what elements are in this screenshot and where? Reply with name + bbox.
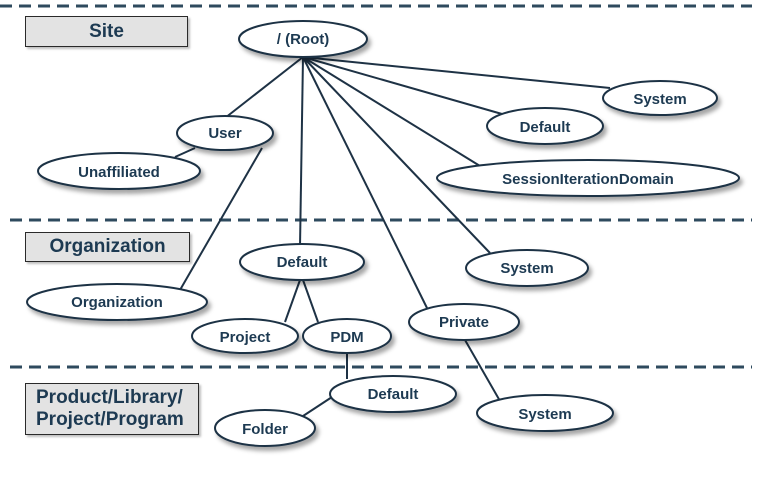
product-level-label: Product/Library/ Project/Program	[25, 383, 199, 435]
node-unaffiliated: Unaffiliated	[37, 152, 201, 190]
edge-root-user	[224, 56, 304, 119]
edge-user-unaffiliated	[174, 147, 196, 158]
node-user: User	[176, 115, 274, 151]
product-level-text-line2: Project/Program	[36, 409, 184, 430]
node-organization: Organization	[26, 283, 208, 321]
edge-default-project	[284, 279, 301, 323]
edge-private-system	[464, 339, 501, 402]
product-level-text-line1: Product/Library/	[36, 387, 183, 408]
node-unaffiliated-label: Unaffiliated	[78, 164, 160, 181]
node-system-site-label: System	[633, 91, 686, 108]
node-default-org-label: Default	[277, 254, 328, 271]
node-project-label: Project	[220, 329, 271, 346]
edge-default-pdm	[302, 279, 319, 323]
node-private: Private	[408, 303, 520, 341]
edge-root-session	[302, 56, 481, 167]
edge-root-system-org	[302, 56, 491, 254]
node-folder-label: Folder	[242, 421, 288, 438]
node-session: SessionIterationDomain	[436, 159, 740, 197]
edge-root-private	[302, 56, 428, 309]
node-root: / (Root)	[238, 20, 368, 58]
node-session-label: SessionIterationDomain	[502, 171, 674, 188]
site-level-text: Site	[89, 20, 124, 42]
node-system-org-label: System	[500, 260, 553, 277]
node-default-org: Default	[239, 243, 365, 281]
organization-level-text: Organization	[49, 236, 166, 257]
edge-user-organization	[179, 147, 263, 291]
node-system-site: System	[602, 80, 718, 116]
node-organization-label: Organization	[71, 294, 163, 311]
node-default-site: Default	[486, 107, 604, 145]
node-default-site-label: Default	[520, 119, 571, 136]
edge-root-system	[302, 56, 611, 89]
node-root-label: / (Root)	[277, 31, 329, 48]
node-system-prod: System	[476, 394, 614, 432]
node-default-prod-label: Default	[368, 386, 419, 403]
site-level-label: Site	[25, 16, 188, 47]
organization-level-label: Organization	[25, 232, 190, 262]
edge-root-default	[302, 56, 503, 115]
node-folder: Folder	[214, 409, 316, 447]
node-system-org: System	[465, 249, 589, 287]
node-pdm-label: PDM	[330, 329, 363, 346]
node-project: Project	[191, 318, 299, 354]
node-system-prod-label: System	[518, 406, 571, 423]
edge-root-default-org	[299, 56, 304, 248]
edge-default-folder	[299, 396, 333, 419]
node-private-label: Private	[439, 314, 489, 331]
node-pdm: PDM	[302, 318, 392, 354]
node-default-prod: Default	[329, 375, 457, 413]
connectors	[174, 56, 611, 419]
node-user-label: User	[208, 125, 242, 142]
